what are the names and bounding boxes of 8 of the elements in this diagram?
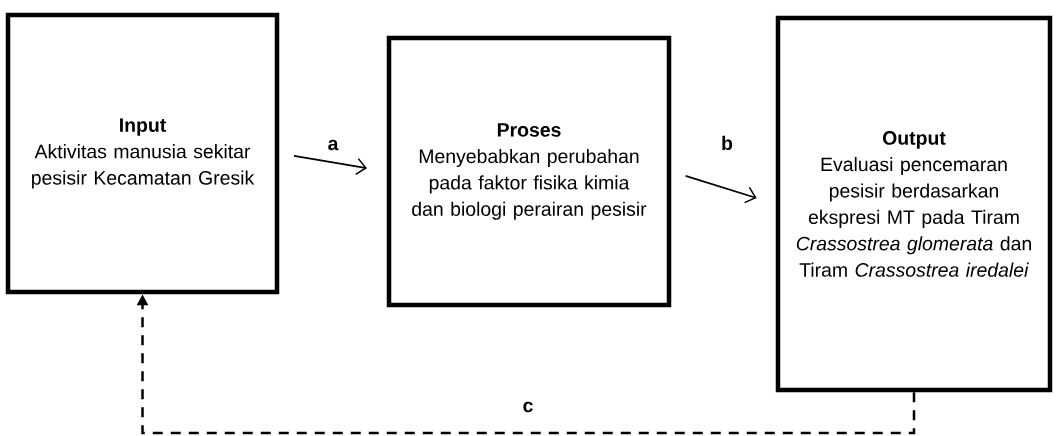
process-box: Output Evaluasi pencemaran pesisir berdasarkan ekspresi MT pada Tiram Crassostrea glomerata dan Tiram Crassostrea iredalei — [775, 15, 1053, 393]
edge-label: c — [520, 399, 536, 415]
process-box: Input Aktivitas manusia sekitar pesisir Kecamatan Gresik — [5, 12, 280, 295]
arrow — [293, 155, 368, 176]
process-box: Proses Menyebabkan perubahan pada faktor fisika kimia dan biologi perairan pesisir — [386, 35, 672, 308]
edge-label: b — [719, 133, 735, 153]
edge-label: a — [325, 137, 341, 153]
arrow — [684, 175, 757, 204]
